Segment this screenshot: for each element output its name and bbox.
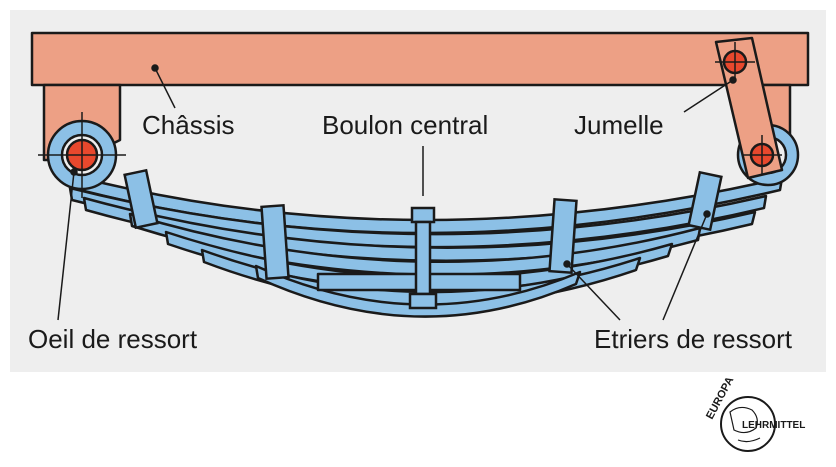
label-shackle: Jumelle [574, 110, 664, 140]
logo-bottom-text: LEHRMITTEL [742, 420, 805, 431]
spring-eye-pin [38, 112, 126, 198]
shackle [714, 36, 784, 180]
label-chassis: Châssis [142, 110, 234, 140]
label-spring-clips: Etriers de ressort [594, 324, 793, 354]
label-spring-eye: Oeil de ressort [28, 324, 198, 354]
leader-lines [57, 64, 737, 321]
europa-lehrmittel-logo: EUROPA LEHRMITTEL [704, 375, 805, 452]
center-bolt [408, 146, 438, 310]
label-center-bolt: Boulon central [322, 110, 488, 140]
spring-clips [123, 168, 723, 281]
